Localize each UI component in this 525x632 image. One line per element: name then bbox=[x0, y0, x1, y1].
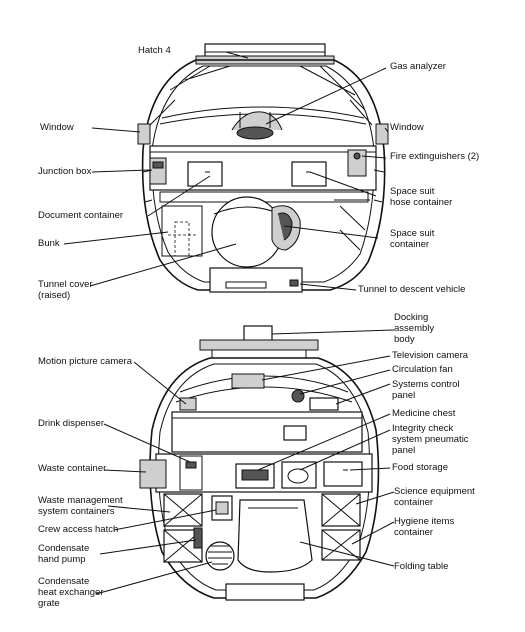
upper-module-sphere bbox=[137, 43, 389, 293]
label-circulation-fan: Circulation fan bbox=[392, 364, 453, 375]
label-docking-assembly-body: Docking assembly body bbox=[394, 312, 435, 345]
label-medicine-chest: Medicine chest bbox=[392, 408, 456, 419]
label-crew-access-hatch: Crew access hatch bbox=[38, 524, 119, 535]
label-junction-box: Junction box bbox=[38, 166, 92, 177]
upper-leader-lines bbox=[63, 51, 389, 291]
label-space-suit-container: Space suit container bbox=[390, 228, 435, 250]
label-hygiene-items-container: Hygiene items container bbox=[394, 516, 455, 538]
label-motion-picture-camera: Motion picture camera bbox=[38, 356, 132, 367]
label-systems-control-panel: Systems control panel bbox=[392, 379, 460, 401]
label-tunnel-cover: Tunnel cover (raised) bbox=[38, 279, 93, 301]
label-space-suit-hose-container: Space suit hose container bbox=[390, 186, 453, 208]
label-document-container: Document container bbox=[38, 210, 124, 221]
label-fire-extinguishers: Fire extinguishers (2) bbox=[390, 151, 480, 162]
label-waste-management-containers: Waste management system containers bbox=[38, 495, 123, 517]
label-condensate-heat-exchanger-grate: Condensate heat exchanger grate bbox=[38, 576, 104, 609]
label-tunnel-to-descent-vehicle: Tunnel to descent vehicle bbox=[358, 284, 466, 295]
label-folding-table: Folding table bbox=[394, 561, 449, 572]
label-television-camera: Television camera bbox=[392, 350, 469, 361]
label-window-right: Window bbox=[390, 122, 424, 133]
lower-module-sphere bbox=[139, 325, 380, 601]
label-food-storage: Food storage bbox=[392, 462, 448, 473]
label-window-left: Window bbox=[40, 122, 74, 133]
label-science-equipment-container: Science equipment container bbox=[394, 486, 475, 508]
label-gas-analyzer: Gas analyzer bbox=[390, 61, 446, 72]
label-drink-dispenser: Drink dispenser bbox=[38, 418, 104, 429]
label-integrity-check-panel: Integrity check system pneumatic panel bbox=[392, 423, 469, 456]
lower-leader-lines bbox=[95, 329, 395, 595]
label-bunk: Bunk bbox=[38, 238, 60, 249]
label-condensate-hand-pump: Condensate hand pump bbox=[38, 543, 90, 565]
label-waste-container: Waste container bbox=[38, 463, 107, 474]
label-hatch-4: Hatch 4 bbox=[138, 45, 171, 56]
